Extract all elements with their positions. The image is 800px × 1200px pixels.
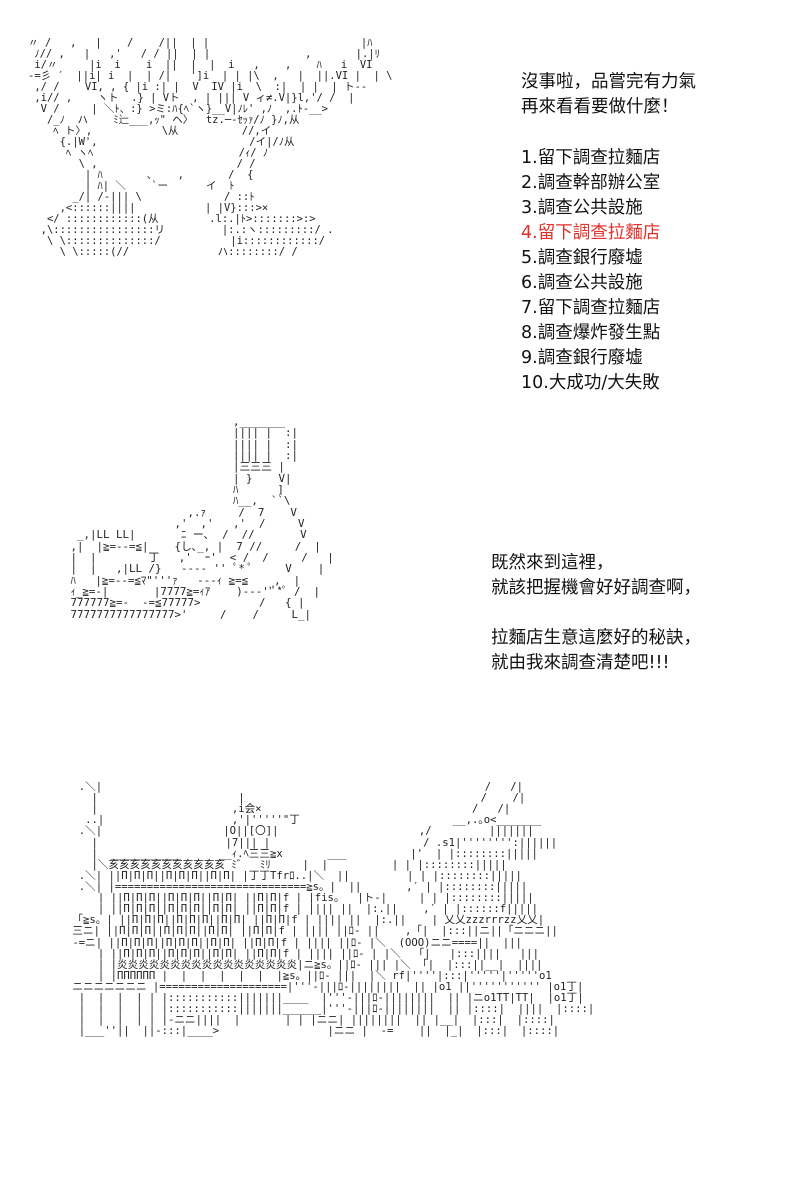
panel-1: 〃 / , | / /|| | | |ﾊ ﾉ// , | ,' / / || |… [0,0,800,400]
option-item: 6.調查公共設施 [521,273,643,293]
panel-2-dialog: 既然來到這裡， 就該把握機會好好調查啊， 拉麵店生意這麼好的秘訣， 就由我來調查… [491,551,701,676]
dialog-line: 沒事啦，品嘗完有力氣 [521,72,696,92]
dialog-line: 拉麵店生意這麼好的秘訣， [491,628,701,648]
dialog-line: 再來看看要做什麼！ [521,97,679,117]
face-ascii-art: 〃 / , | / /|| | | |ﾊ ﾉ// , | ,' / / || |… [28,37,393,259]
dialog-line: 就該把握機會好好調查啊， [491,578,701,598]
option-item: 9.調查銀行廢墟 [521,348,643,368]
cook-ascii-art: ,_______ |||| | :| |||| | :| |||| | :| |… [70,415,334,621]
option-item: 7.留下調查拉麵店 [521,298,661,318]
panel-1-dialog: 沒事啦，品嘗完有力氣 再來看看要做什麼！ [521,70,696,120]
option-item: 8.調查爆炸發生點 [521,323,661,343]
option-item: 10.大成功/大失敗 [521,373,660,393]
panel-3: .＼| / /| | | / /| | ,i会× [0,770,800,1200]
dialog-line: 既然來到這裡， [491,553,614,573]
town-ascii-art: .＼| / /| | | / /| | ,i会× [72,781,595,1038]
option-item: 4.留下調查拉麵店 [521,223,661,243]
option-item: 3.調查公共設施 [521,198,643,218]
option-list: 1.留下調查拉麵店 2.調查幹部辦公室 3.調查公共設施 4.留下調查拉麵店 5.調查銀… [521,146,660,396]
option-item: 5.調查銀行廢墟 [521,248,643,268]
option-item: 2.調查幹部辦公室 [521,173,661,193]
dialog-line: 就由我來調查清楚吧!!! [491,653,670,673]
option-item: 1.留下調查拉麵店 [521,148,661,168]
panel-2: ,_______ |||| | :| |||| | :| |||| | :| |… [0,400,800,770]
